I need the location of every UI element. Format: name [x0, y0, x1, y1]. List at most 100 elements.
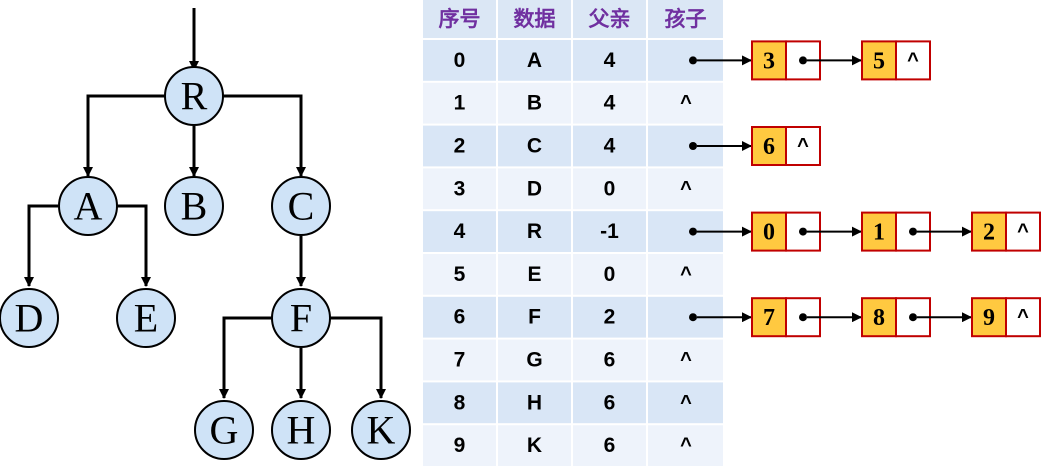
tree-node-r: R	[164, 66, 224, 126]
next-pointer-dot	[799, 56, 807, 65]
table-cell-bg	[423, 382, 496, 424]
table-cell-index: 1	[454, 92, 466, 115]
table-header-text: 数据	[514, 7, 556, 31]
tree-node-label: C	[288, 184, 315, 229]
edge-f-g	[219, 316, 272, 399]
table-cell-index: 7	[454, 349, 466, 372]
child-node-index: 9	[983, 305, 995, 331]
table-cell-bg	[648, 339, 723, 381]
table-cell-bg	[648, 82, 723, 124]
table-cell-data: C	[527, 135, 542, 158]
table-cell-bg	[573, 425, 646, 466]
child-node-next-box	[1005, 211, 1041, 252]
edge-a-d	[24, 204, 58, 287]
next-pointer-dot	[909, 227, 917, 236]
tree-node-e: E	[116, 288, 176, 348]
tree-node-a: A	[58, 176, 118, 236]
child-node-next-box	[1005, 297, 1041, 338]
tree-node-d: D	[0, 288, 59, 348]
child-node-index: 2	[983, 220, 995, 246]
table-cell-parent: 0	[604, 263, 616, 286]
next-null: ^	[907, 49, 919, 71]
table-header-text: 孩子	[665, 7, 707, 31]
child-list-row-2: 6^	[697, 126, 821, 166]
table-cell-children-null: ^	[680, 392, 692, 414]
table-cell-bg	[573, 254, 646, 295]
children-pointer-dot	[689, 313, 697, 322]
tree-node-label: B	[181, 184, 208, 229]
table-header-cell	[648, 0, 723, 38]
edge-r-a	[83, 94, 165, 177]
child-node-index: 1	[873, 220, 885, 246]
next-null: ^	[797, 135, 809, 157]
child-node-next-box	[785, 126, 821, 166]
table-cell-parent: 4	[604, 92, 616, 115]
table-cell-index: 3	[454, 177, 466, 200]
table-cell-bg	[498, 168, 571, 210]
tree-nodes: R A B C D E F G H K	[0, 66, 411, 460]
table-cell-bg	[498, 40, 571, 81]
tree-node-f: F	[271, 288, 331, 348]
table-cell-data: B	[527, 92, 542, 115]
table-cell-bg	[573, 211, 646, 252]
tree-node-label: F	[290, 296, 312, 341]
table-cell-data: F	[528, 306, 541, 329]
tree-node-label: K	[367, 408, 396, 453]
tree-node-label: D	[15, 296, 44, 341]
table-cell-bg	[498, 254, 571, 295]
table-cell-children-null: ^	[680, 263, 692, 285]
tree-node-g: G	[194, 400, 254, 460]
table-cell-parent: 6	[604, 349, 616, 372]
table-cell-index: 5	[454, 263, 466, 286]
edge-a-e	[117, 204, 151, 287]
children-pointer-dot	[689, 56, 697, 65]
tree-node-label: G	[210, 408, 239, 453]
child-node-data-box	[751, 297, 787, 338]
next-pointer-dot	[799, 227, 807, 236]
child-node-next-box	[895, 40, 931, 81]
table-cell-bg	[423, 254, 496, 295]
table-cell-parent: 4	[604, 49, 616, 72]
child-node-index: 6	[763, 134, 775, 160]
table-cell-bg	[423, 168, 496, 210]
next-null: ^	[1017, 306, 1029, 328]
tree-node-b: B	[164, 176, 224, 236]
child-node-data-box	[751, 211, 787, 252]
table-cell-bg	[573, 339, 646, 381]
table-cell-index: 6	[454, 306, 466, 329]
table-cell-bg	[423, 82, 496, 124]
table-cell-bg	[573, 296, 646, 338]
table-cell-bg	[648, 382, 723, 424]
table-cell-data: A	[527, 49, 542, 72]
table-cell-bg	[498, 82, 571, 124]
table-cell-data: E	[527, 263, 541, 286]
next-pointer-dot	[799, 313, 807, 322]
table-cell-parent: 6	[604, 391, 616, 414]
table-cell-bg	[573, 168, 646, 210]
table-cell-bg	[648, 254, 723, 295]
table-cell-bg	[423, 211, 496, 252]
children-pointer-dot	[689, 227, 697, 236]
table-header-cell	[498, 0, 571, 38]
tree-edges	[24, 8, 386, 399]
edge-f-k	[330, 316, 386, 399]
table-cell-index: 8	[454, 391, 466, 414]
table-header-cell	[423, 0, 496, 38]
table-cell-bg	[648, 425, 723, 466]
next-pointer-dot	[909, 313, 917, 322]
child-node-data-box	[751, 40, 787, 81]
table-cell-bg	[573, 125, 646, 167]
table-cell-children-null: ^	[680, 92, 692, 114]
table-cell-bg	[498, 296, 571, 338]
table-cell-data: H	[527, 391, 542, 414]
tree-node-c: C	[271, 176, 331, 236]
table-header-cell	[573, 0, 646, 38]
table-cell-data: R	[527, 220, 542, 243]
table-cell-parent: 0	[604, 177, 616, 200]
table-cell-index: 2	[454, 135, 466, 158]
table-cell-bg	[423, 339, 496, 381]
table-cell-children-null: ^	[680, 435, 692, 457]
